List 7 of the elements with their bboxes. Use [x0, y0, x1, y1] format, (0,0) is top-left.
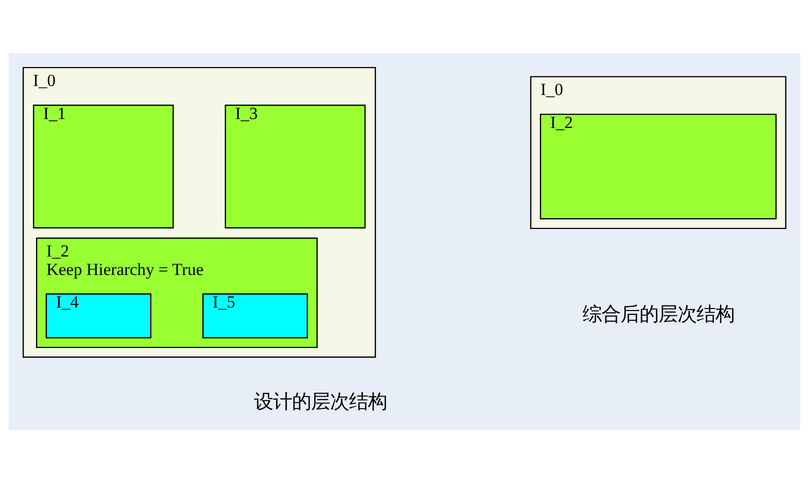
- node-box: I_4: [46, 293, 152, 338]
- node-label: 设计的层次结构: [254, 392, 388, 413]
- node-box: I_2: [540, 114, 777, 220]
- node-box: I_3: [224, 104, 366, 228]
- node-box: I_1: [32, 104, 174, 228]
- node-box: I_5: [202, 293, 308, 338]
- node-label: 综合后的层次结构: [582, 304, 734, 326]
